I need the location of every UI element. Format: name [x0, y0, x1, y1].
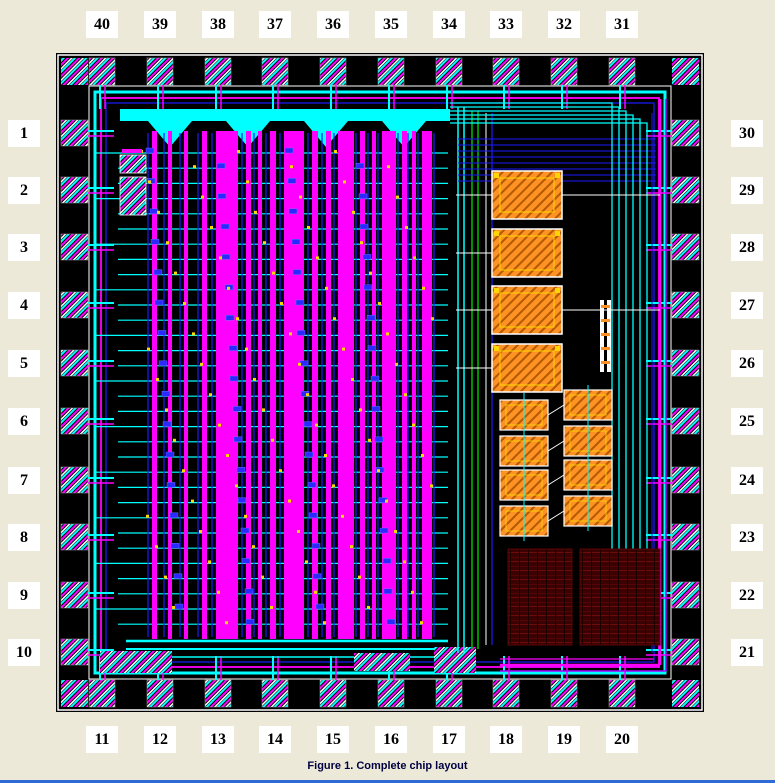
pin-label-39: 39	[144, 11, 176, 38]
chip-artwork	[56, 53, 704, 712]
pin-label-20: 20	[606, 726, 638, 753]
pin-label-26: 26	[731, 350, 763, 377]
pin-label-30: 30	[731, 120, 763, 147]
pin-label-35: 35	[375, 11, 407, 38]
pin-label-25: 25	[731, 408, 763, 435]
chip-layout	[56, 53, 704, 712]
pin-label-7: 7	[8, 467, 40, 494]
pin-label-4: 4	[8, 292, 40, 319]
pin-label-5: 5	[8, 350, 40, 377]
pin-label-14: 14	[259, 726, 291, 753]
pin-label-12: 12	[144, 726, 176, 753]
pin-label-31: 31	[606, 11, 638, 38]
pin-label-32: 32	[548, 11, 580, 38]
pin-label-16: 16	[375, 726, 407, 753]
pin-label-10: 10	[8, 639, 40, 666]
pin-label-6: 6	[8, 408, 40, 435]
pin-label-40: 40	[86, 11, 118, 38]
pin-label-38: 38	[202, 11, 234, 38]
pin-label-13: 13	[202, 726, 234, 753]
window-frame-edge	[0, 780, 775, 783]
pin-label-8: 8	[8, 524, 40, 551]
pin-label-29: 29	[731, 177, 763, 204]
pin-label-24: 24	[731, 467, 763, 494]
pin-label-36: 36	[317, 11, 349, 38]
pin-label-11: 11	[86, 726, 118, 753]
pin-label-18: 18	[490, 726, 522, 753]
pin-label-9: 9	[8, 582, 40, 609]
pin-label-2: 2	[8, 177, 40, 204]
pin-label-37: 37	[259, 11, 291, 38]
pin-label-22: 22	[731, 582, 763, 609]
pin-label-1: 1	[8, 120, 40, 147]
pin-label-3: 3	[8, 234, 40, 261]
pin-label-33: 33	[490, 11, 522, 38]
pin-label-15: 15	[317, 726, 349, 753]
pin-label-19: 19	[548, 726, 580, 753]
pin-label-21: 21	[731, 639, 763, 666]
pin-label-17: 17	[433, 726, 465, 753]
pin-label-27: 27	[731, 292, 763, 319]
pin-label-34: 34	[433, 11, 465, 38]
pin-label-28: 28	[731, 234, 763, 261]
figure-caption: Figure 1. Complete chip layout	[307, 760, 468, 772]
pin-label-23: 23	[731, 524, 763, 551]
